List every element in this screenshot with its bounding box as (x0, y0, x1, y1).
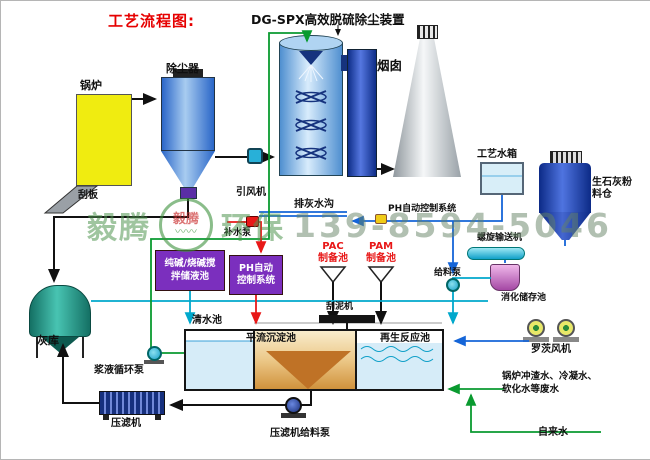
digestion-tank-label: 消化储存池 (501, 293, 547, 303)
dosing-lines (91, 277, 491, 325)
regeneration-tank-label: 再生反应池 (380, 333, 430, 344)
process-water-tank-shape (480, 162, 524, 195)
clear-water-tank-label: 清水池 (192, 315, 222, 326)
mud-scraper-carriage (319, 315, 375, 323)
ash-storage-shape (29, 285, 91, 337)
ph-control-pump-icon (375, 214, 387, 224)
sedimentation-tank-label: 平流沉淀池 (246, 333, 296, 344)
filter-press-feed-pump-label: 压滤机给料泵 (270, 428, 330, 439)
watermark-logo-icon: 毅腾 〰〰 (159, 198, 213, 252)
induced-draft-fan-icon (247, 148, 263, 164)
tower-column-duct (341, 55, 349, 71)
scraper-label: 刮板 (78, 190, 98, 201)
wastewater-note-label: 锅炉冲渣水、冷凝水、 软化水等废水 (502, 371, 598, 395)
filter-press-label: 压滤机 (111, 418, 141, 429)
watermark-company-left: 毅腾 (87, 211, 151, 246)
lime-silo-body (539, 163, 591, 213)
filter-press-shape (99, 391, 165, 415)
boiler-shape (76, 94, 132, 186)
slurry-pump-label: 浆液循环泵 (94, 365, 144, 376)
screw-conveyor-icon (467, 247, 525, 260)
pam-tank-label: PAM 制备池 (366, 241, 396, 264)
feed-pump-label: 给料泵 (434, 268, 462, 278)
chimney-cap (417, 25, 438, 39)
device-title: DG-SPX高效脱硫除尘装置 (251, 12, 405, 27)
feed-pump-icon (446, 278, 460, 292)
boiler-label: 锅炉 (80, 79, 102, 92)
filter-press-feed-pump-icon (285, 397, 302, 414)
dust-collector-outlet (180, 187, 197, 199)
makeup-pump-icon (246, 216, 259, 227)
tower-top-ellipse (279, 35, 343, 51)
lime-silo-label: 生石灰粉 料仓 (592, 177, 632, 200)
soda-mix-tank-box: 纯碱/烧碱搅 拌储液池 (155, 250, 225, 291)
tap-water-label: 自来水 (538, 427, 568, 438)
dust-collector-cone (161, 151, 215, 187)
tower-outlet-column (347, 49, 377, 177)
roots-blower-label: 罗茨风机 (531, 344, 571, 355)
screw-conveyor-label: 螺旋输送机 (477, 233, 523, 243)
makeup-pump-label: 补水泵 (224, 228, 252, 238)
chimney-label: 烟囱 (377, 58, 403, 73)
ph-control-box: PH自动 控制系统 (229, 255, 283, 295)
ash-drain-label: 排灰水沟 (294, 199, 334, 210)
dust-collector-body (161, 77, 215, 151)
slurry-pump-icon (147, 346, 162, 361)
dust-collector-label: 除尘器 (166, 62, 199, 75)
mud-scraper-label: 刮泥机 (326, 302, 354, 312)
roots-blower-icon (557, 319, 575, 337)
digestion-tank-shape (490, 264, 520, 291)
chimney-shape (393, 37, 461, 177)
ph-control-top-label: PH自动控制系统 (388, 204, 457, 214)
pac-tank-label: PAC 制备池 (318, 241, 348, 264)
ash-storage-label: 灰库 (37, 334, 59, 347)
watermark-logo-text: 毅腾 (172, 212, 199, 227)
diagram-title: 工艺流程图: (108, 12, 195, 30)
desulfurization-tower (279, 43, 343, 176)
process-water-tank-label: 工艺水箱 (477, 149, 517, 160)
induced-draft-fan-label: 引风机 (236, 187, 266, 198)
watermark-logo-wave: 〰〰 (175, 225, 197, 238)
lime-silo-cone (539, 212, 591, 240)
roots-blower-icon (527, 319, 545, 337)
